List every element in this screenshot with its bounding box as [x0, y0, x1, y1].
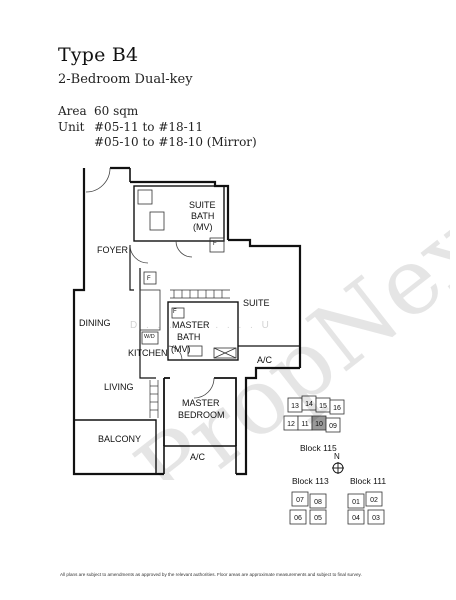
block-113-label: Block 113	[292, 476, 329, 486]
unit-range-primary: #05-11 to #18-11	[94, 120, 203, 134]
disclaimer: All plans are subject to amendments as a…	[60, 572, 362, 577]
room-master-bath-line3: (MV)	[171, 344, 191, 354]
unit-09: 09	[329, 423, 337, 430]
unit-14: 14	[305, 401, 313, 408]
unit-range-mirror: #05-10 to #18-10 (Mirror)	[94, 135, 257, 149]
unit-13: 13	[291, 403, 299, 410]
unit-12: 12	[287, 421, 295, 428]
room-suite: SUITE	[243, 298, 270, 308]
room-master-bath-line2: BATH	[177, 332, 201, 342]
key-plan-block-111: 01 02 04 03	[347, 491, 385, 525]
room-master-bedroom-line1: MASTER	[182, 398, 220, 408]
unit-08: 08	[314, 499, 322, 506]
unit-02: 02	[370, 497, 378, 504]
unit-16: 16	[333, 405, 341, 412]
block-111-label: Block 111	[350, 476, 387, 486]
key-plan-block-113: 07 08 06 05	[289, 491, 327, 525]
unit-label: Unit	[58, 120, 85, 134]
room-ac-upper: A/C	[257, 355, 273, 365]
fridge-label: F	[147, 276, 151, 282]
room-ac-lower: A/C	[190, 452, 206, 462]
block-115-label: Block 115	[300, 443, 337, 453]
north-arrow-icon	[332, 462, 344, 474]
north-label: N	[334, 452, 340, 461]
unit-01: 01	[352, 499, 360, 506]
unit-05: 05	[314, 515, 322, 522]
unit-06: 06	[294, 515, 302, 522]
room-suite-bath-line2: BATH	[191, 211, 215, 221]
unit-04: 04	[352, 515, 360, 522]
unit-03: 03	[372, 515, 380, 522]
room-master-bedroom-line2: BEDROOM	[178, 410, 225, 420]
unit-11: 11	[301, 421, 308, 428]
room-dining: DINING	[79, 318, 111, 328]
room-balcony: BALCONY	[98, 434, 142, 444]
area-label: Area	[58, 104, 87, 118]
room-suite-bath-line1: SUITE	[189, 200, 216, 210]
washer-dryer-label: W/D	[144, 334, 155, 340]
unit-type-subtitle: 2-Bedroom Dual-key	[58, 72, 193, 87]
room-suite-bath-line3: (MV)	[193, 222, 213, 232]
area-value: 60 sqm	[94, 104, 139, 118]
room-master-bath-line1: MASTER	[172, 320, 210, 330]
room-foyer: FOYER	[97, 245, 129, 255]
unit-type-title: Type B4	[58, 44, 139, 66]
fridge-label-master: F	[173, 309, 177, 315]
fridge-label-suite: F	[213, 241, 217, 247]
key-plan-block-115: 13 14 15 16 12 11 10 09	[283, 395, 345, 433]
unit-07: 07	[296, 497, 304, 504]
room-kitchen: KITCHEN	[128, 348, 168, 358]
unit-10: 10	[315, 421, 323, 428]
unit-15: 15	[319, 403, 327, 410]
room-living: LIVING	[104, 382, 134, 392]
